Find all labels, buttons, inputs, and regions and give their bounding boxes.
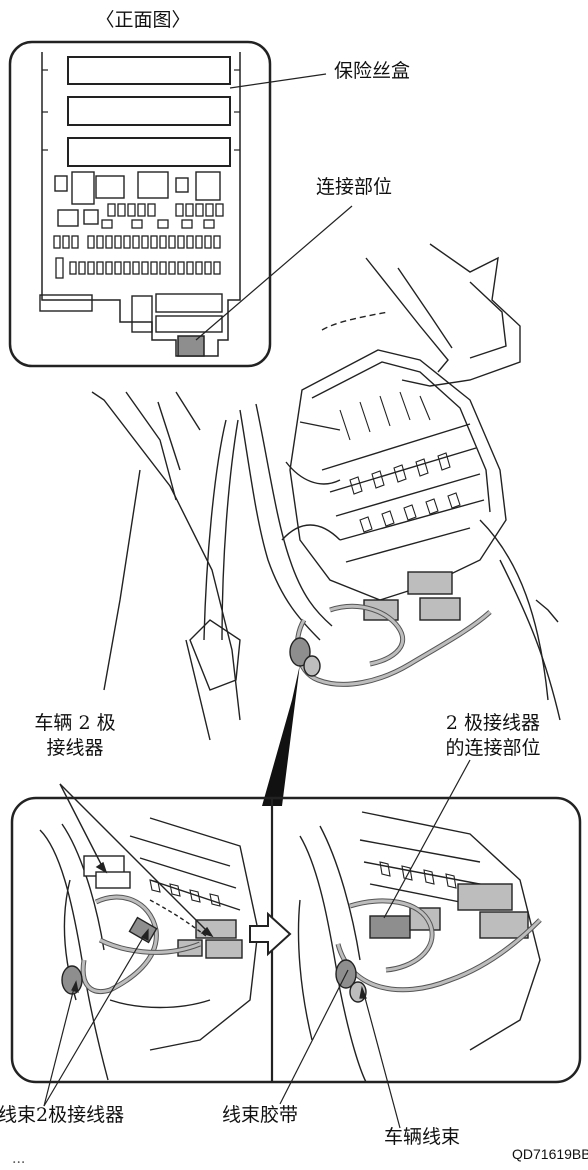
fuse-box-label: 保险丝盒 [334,60,411,82]
front-view-label: 〈正面图〉 [95,9,191,31]
detail-after [297,811,542,1083]
vehicle-harness-label: 车辆线束 [384,1126,461,1148]
vehicle-2pin-connector-label-line2: 接线器 [46,737,104,759]
connector-joint-label-line2: 的连接部位 [445,737,541,759]
vehicle-2pin-connector-label-line1: 车辆 2 极 [34,712,116,734]
connection-point-label: 连接部位 [316,176,393,198]
zoom-callout [262,664,300,806]
before-arrows [59,783,214,938]
harness-tape-label: 线束胶带 [222,1104,299,1126]
detail-before [39,817,259,1081]
connection-point-marker [177,335,205,357]
vehicle-interior-drawing [91,243,561,741]
partial-caption: ... [12,1151,26,1167]
harness-2pin-connector-label: 线束2极接线器 [0,1104,125,1126]
fuse-box-front-view [8,40,272,368]
figure-code: QD71619BB [512,1146,588,1162]
bottom-leaders [43,759,471,1129]
transition-arrow-icon [249,911,292,957]
connector-joint-label-line1: 2 极接线器 [445,712,541,734]
